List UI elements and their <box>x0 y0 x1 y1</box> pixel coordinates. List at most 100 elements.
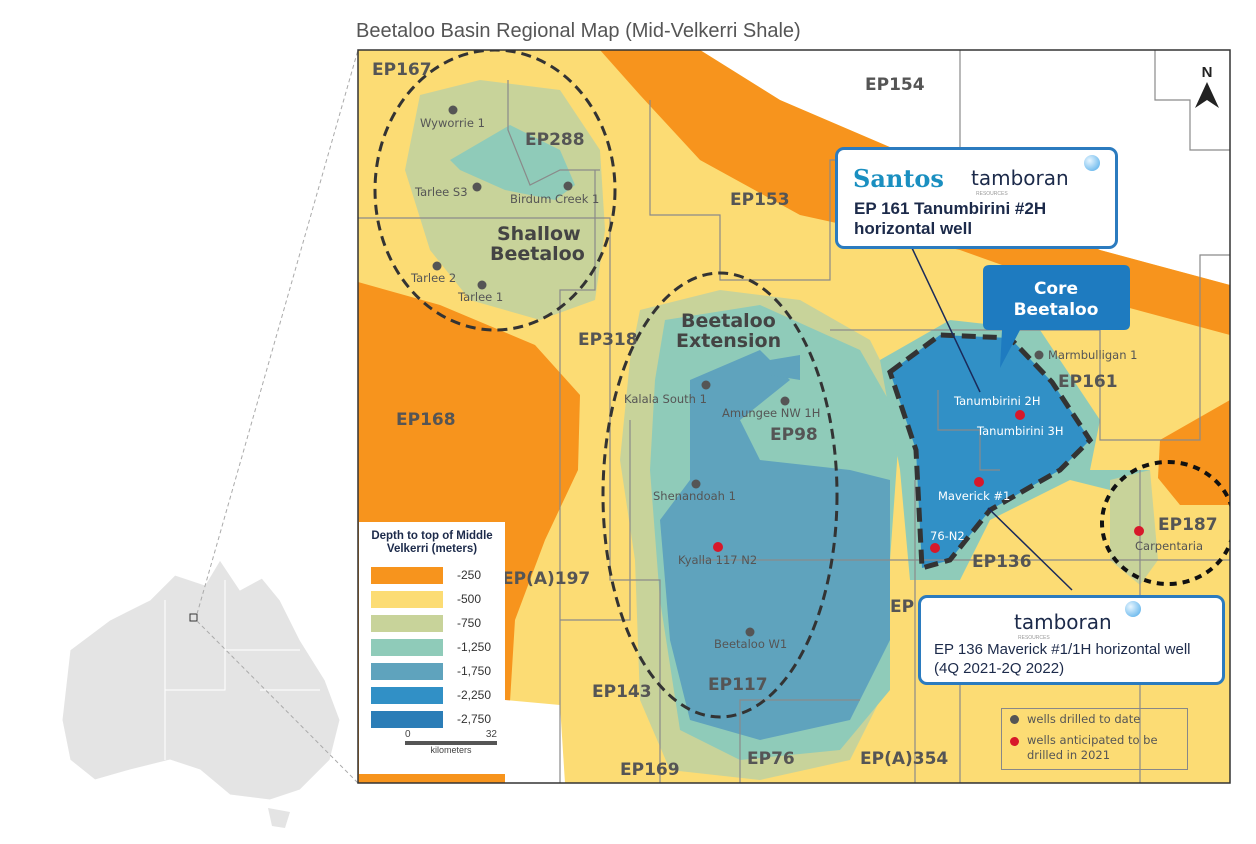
callout-leader-line <box>987 507 1073 591</box>
permit-label: EP(A)354 <box>860 749 948 769</box>
permit-label: EP <box>890 597 914 617</box>
permit-label: EP143 <box>592 682 652 702</box>
well-marker <box>1034 350 1044 360</box>
permit-label: EP117 <box>708 675 768 695</box>
well-marker <box>472 182 482 192</box>
well-label: Tarlee S3 <box>414 185 468 199</box>
well-marker <box>780 396 790 406</box>
region-label: Core <box>1034 279 1078 299</box>
legend-item: -1,250 <box>371 637 505 657</box>
legend-label: -500 <box>457 592 482 606</box>
legend-label: -1,750 <box>457 664 492 678</box>
permit-label: EP136 <box>972 552 1032 572</box>
santos-logo: Santos <box>853 164 944 193</box>
permit-labels: EP167 EP288 EP154 EP153 EP318 EP168 EP98… <box>372 60 1218 780</box>
permit-label: EP318 <box>578 330 638 350</box>
legend-item: -750 <box>371 613 505 633</box>
callout-line: EP 161 Tanumbirini #2H <box>854 199 1047 218</box>
legend-label: -2,750 <box>457 712 492 726</box>
legend-label: -750 <box>457 616 482 630</box>
well-label: Wyworrie 1 <box>420 116 485 130</box>
well-label: Maverick #1 <box>938 489 1010 503</box>
ep187-outline <box>1100 460 1230 586</box>
well-label: Tanumbirini 3H <box>976 424 1063 438</box>
well-marker <box>701 380 711 390</box>
tamboran-logo: tamboran <box>1014 610 1112 634</box>
callout-leader-line <box>911 247 981 393</box>
legend-swatch <box>371 590 443 608</box>
well-marker <box>448 105 458 115</box>
region-labels: Shallow Beetaloo Beetaloo Extension <box>490 223 781 352</box>
legend-label: -1,250 <box>457 640 492 654</box>
well-label: Shenandoah 1 <box>653 489 736 503</box>
planned-well-marker <box>974 477 984 487</box>
region-label: Beetaloo <box>681 310 776 332</box>
legend-item: -1,750 <box>371 661 505 681</box>
well-label: Kalala South 1 <box>624 392 707 406</box>
well-label: Birdum Creek 1 <box>510 192 599 206</box>
scale-bar: 0 32 kilometers <box>405 729 497 755</box>
legend-swatch <box>371 614 443 632</box>
tamboran-logo: tamboran <box>971 166 1069 190</box>
santos-callout: Santos tamboran RESOURCES EP 161 Tanumbi… <box>835 147 1118 249</box>
legend-planned-label: wells anticipated to be drilled in 2021 <box>1027 733 1158 762</box>
permit-label: EP187 <box>1158 515 1218 535</box>
tamboran-callout: tamboran RESOURCES EP 136 Maverick #1/1H… <box>918 595 1225 685</box>
permit-label: EP169 <box>620 760 680 780</box>
drilled-well-icon <box>1010 715 1019 724</box>
legend-item: -2,750 <box>371 709 505 729</box>
legend-item: -250 <box>371 565 505 585</box>
well-marker <box>691 479 701 489</box>
callout-line: (4Q 2021-2Q 2022) <box>934 660 1065 677</box>
legend-swatch <box>371 662 443 680</box>
well-marker <box>745 627 755 637</box>
scale-max: 32 <box>485 729 497 740</box>
scale-min: 0 <box>405 729 411 740</box>
shallow-beetaloo-outline <box>373 50 617 332</box>
planned-well-icon <box>1010 737 1019 746</box>
legend-drilled-label: wells drilled to date <box>1027 712 1141 726</box>
australia-inset <box>61 49 359 828</box>
well-label: 76-N2 <box>930 529 965 543</box>
permit-label: EP76 <box>747 749 795 769</box>
planned-well-marker <box>1134 526 1144 536</box>
planned-well-marker <box>713 542 723 552</box>
map-title: Beetaloo Basin Regional Map (Mid-Velkerr… <box>356 20 801 42</box>
core-beetaloo-callout <box>983 265 1130 368</box>
legend-swatch <box>371 638 443 656</box>
callout-line: EP 136 Maverick #1/1H horizontal well <box>934 641 1191 658</box>
well-label: Beetaloo W1 <box>714 637 787 651</box>
well-label: Tarlee 2 <box>410 271 456 285</box>
well-label: Tarlee 1 <box>457 290 503 304</box>
well-label: Tanumbirini 2H <box>953 394 1040 408</box>
svg-text:N: N <box>1202 64 1213 81</box>
permit-label: EP168 <box>396 410 456 430</box>
map-frame <box>357 49 1231 784</box>
wells: Wyworrie 1 Tarlee S3 Birdum Creek 1 Tarl… <box>410 105 1203 651</box>
well-label: Marmbulligan 1 <box>1048 348 1137 362</box>
well-marker <box>432 261 442 271</box>
legend-swatch <box>371 566 443 584</box>
permit-label: EP167 <box>372 60 432 80</box>
well-label: Kyalla 117 N2 <box>678 553 757 567</box>
inset-locator-box <box>189 613 198 622</box>
north-arrow-icon: N <box>1195 64 1219 108</box>
planned-well-marker <box>1015 410 1025 420</box>
planned-well-marker <box>930 543 940 553</box>
well-marker <box>563 181 573 191</box>
beetaloo-extension-outline <box>601 271 839 719</box>
well-label: Carpentaria <box>1135 539 1203 553</box>
region-label: Beetaloo <box>1014 300 1099 320</box>
scale-unit: kilometers <box>430 745 472 755</box>
permit-label: EP153 <box>730 190 790 210</box>
well-label: Amungee NW 1H <box>722 406 820 420</box>
legend-swatch <box>371 686 443 704</box>
region-label: Beetaloo <box>490 243 585 265</box>
well-marker <box>477 280 487 290</box>
region-label: Extension <box>676 330 781 352</box>
permit-label: EP161 <box>1058 372 1118 392</box>
legend-item: -2,250 <box>371 685 505 705</box>
legend-item: -500 <box>371 589 505 609</box>
permit-label: EP154 <box>865 75 925 95</box>
region-label: Shallow <box>497 223 581 245</box>
